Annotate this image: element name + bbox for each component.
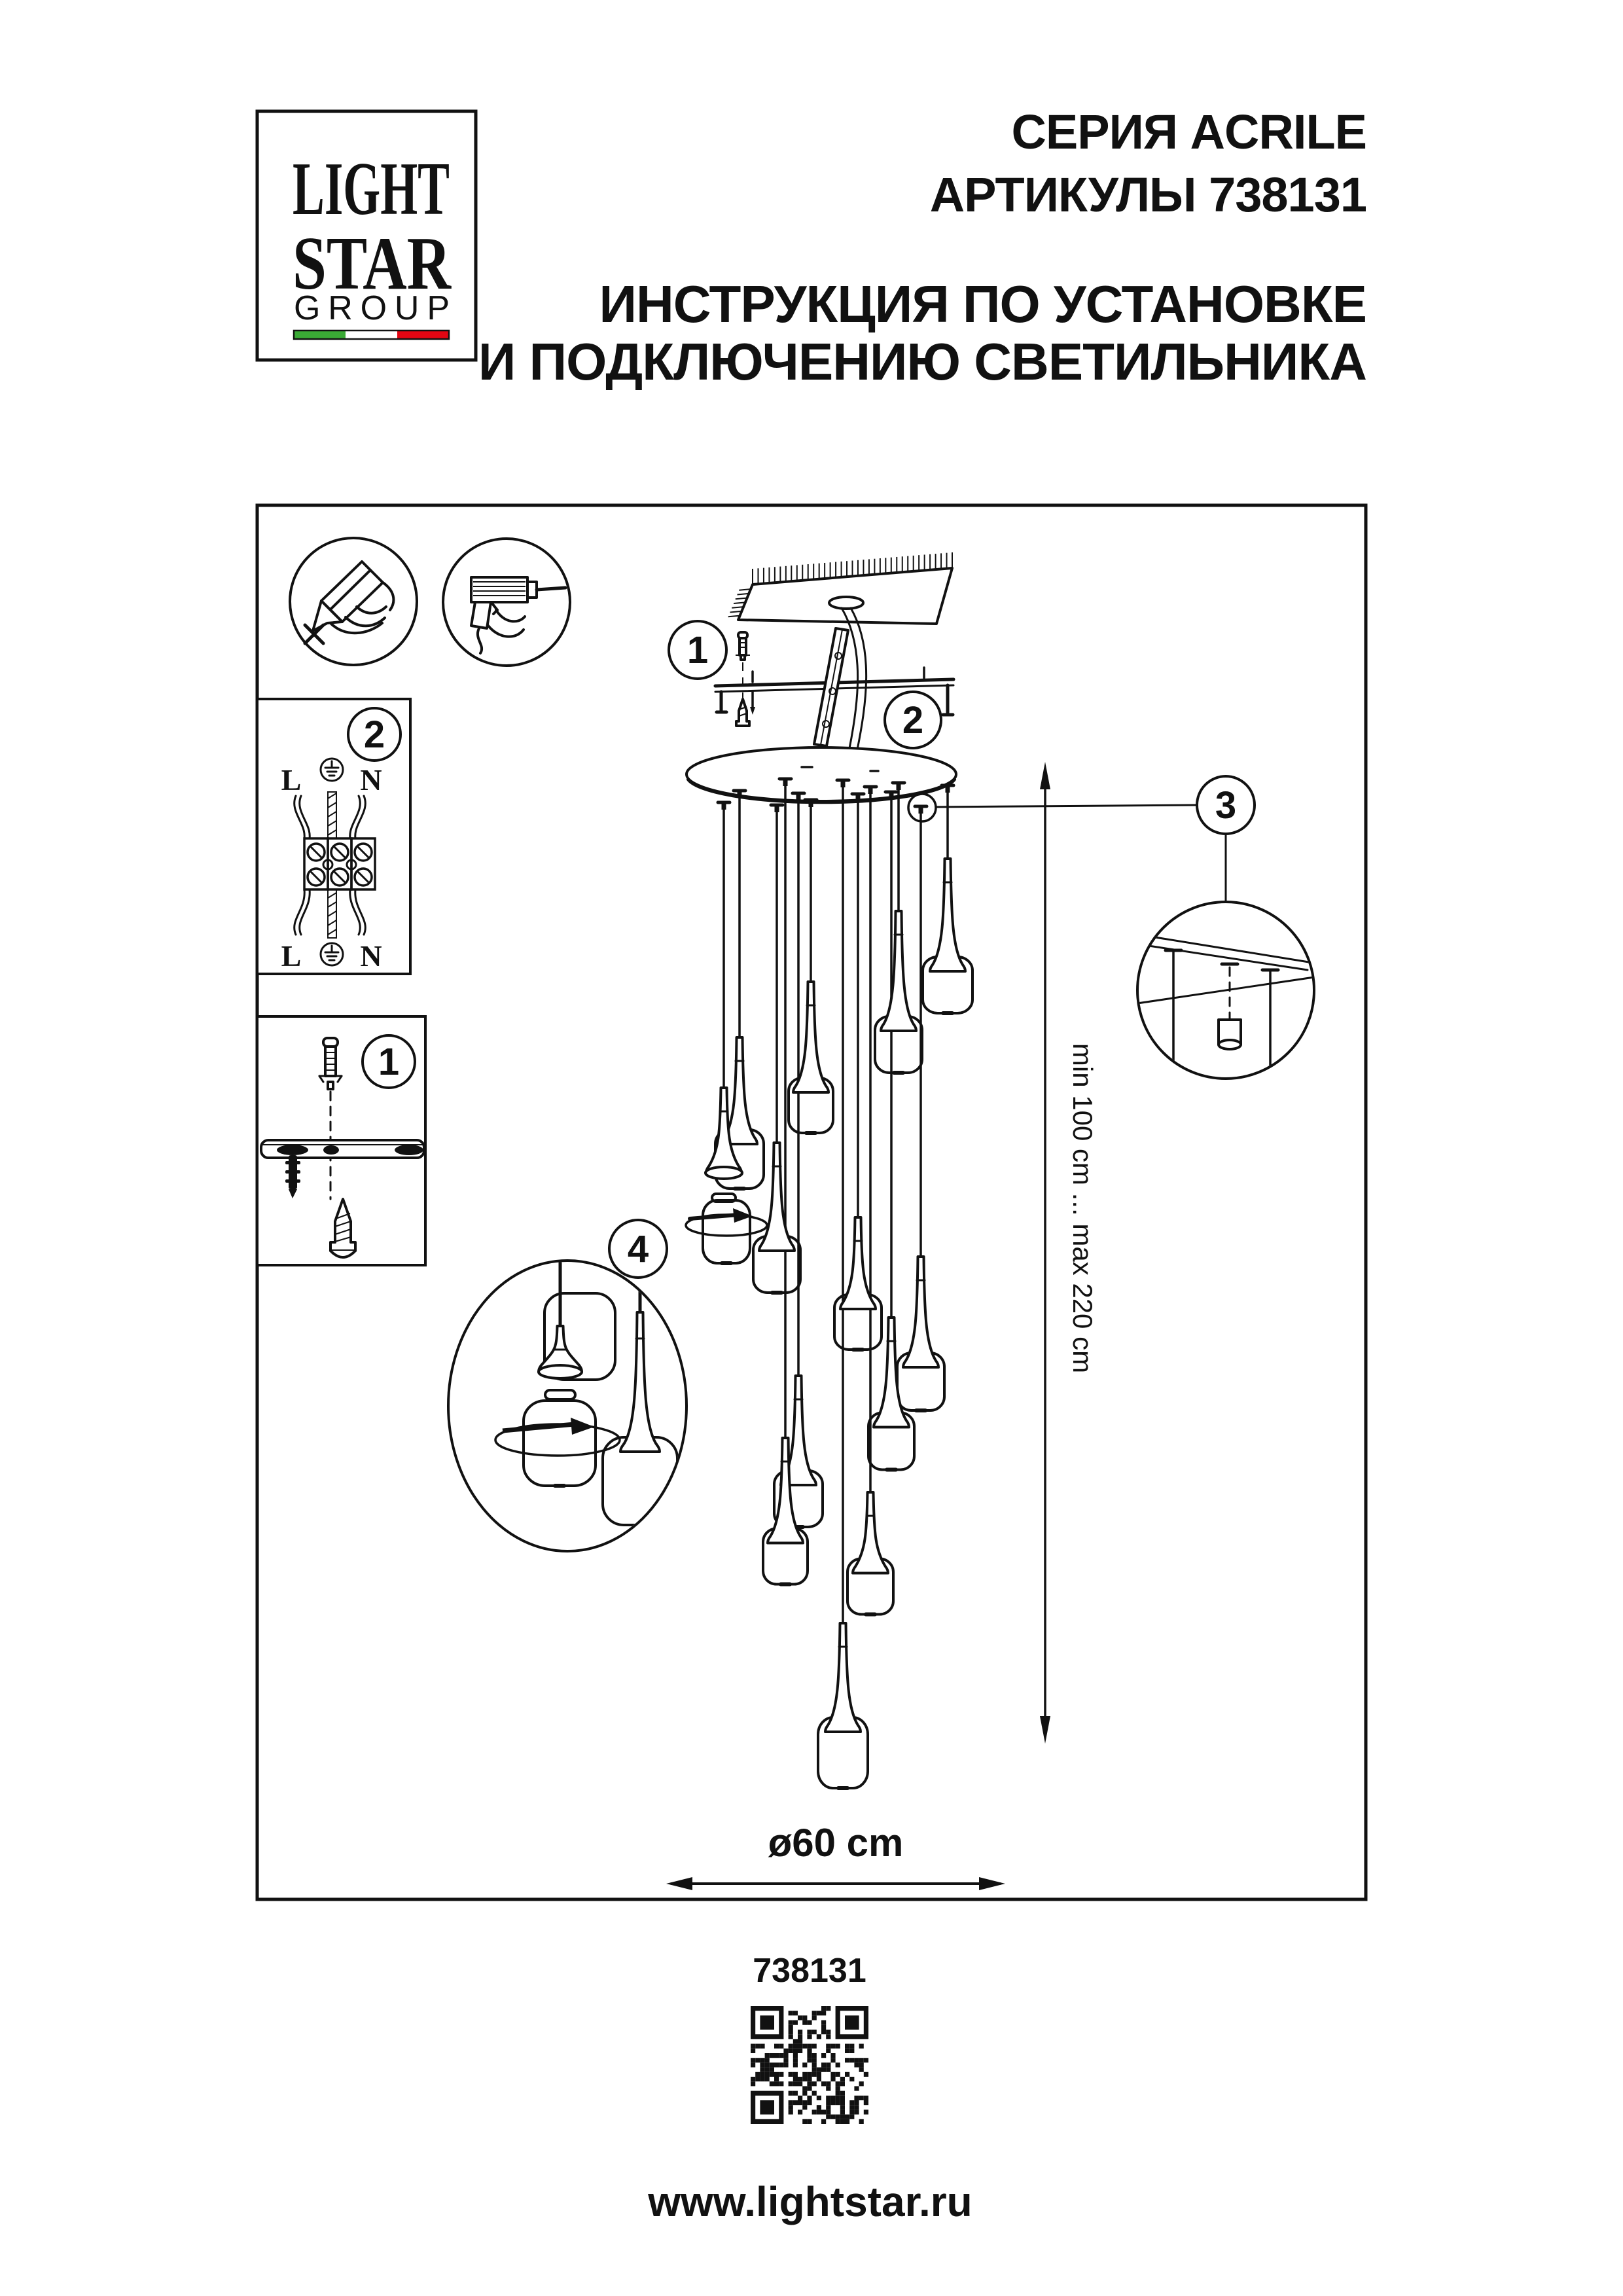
pendant <box>846 1491 895 1617</box>
pendants-group <box>714 857 974 1790</box>
callout-2-inset <box>347 707 402 762</box>
article-number: 738131 <box>753 1952 866 1990</box>
earth-ground-icon-bottom <box>319 942 344 967</box>
svg-text:2: 2 <box>364 713 385 756</box>
ceiling-hole <box>828 596 865 610</box>
gripper-highlight <box>907 793 1198 823</box>
instruction-title-line1: ИНСТРУКЦИЯ ПО УСТАНОВКЕ <box>599 275 1366 333</box>
ceiling-plate <box>728 552 954 625</box>
callout-1-group: 1 <box>668 620 728 680</box>
instruction-title-line2: И ПОДКЛЮЧЕНИЮ СВЕТИЛЬНИКА <box>478 332 1366 391</box>
callout-2-group: 2 <box>883 691 942 749</box>
pendant <box>752 1141 802 1295</box>
callout-4 <box>608 1219 668 1279</box>
svg-text:2: 2 <box>902 699 923 742</box>
italian-flag-icon <box>293 329 450 340</box>
pendant <box>896 1255 946 1412</box>
marker-hand-icon <box>303 560 395 645</box>
article-title: АРТИКУЛЫ 738131 <box>930 168 1366 222</box>
logo-light: LIGHT <box>293 147 450 231</box>
label-n-top: N <box>360 763 382 797</box>
pendant <box>921 857 974 1015</box>
website-url: www.lightstar.ru <box>647 2178 972 2225</box>
svg-text:1: 1 <box>378 1041 399 1083</box>
svg-text:4: 4 <box>628 1228 649 1270</box>
tool-marker-badge <box>289 537 418 666</box>
width-dimension-label: ø60 cm <box>768 1821 904 1865</box>
logo-box: LIGHT STAR GROUP <box>255 109 478 362</box>
pendant <box>762 1437 809 1587</box>
callout-3-group: 3 <box>1136 775 1315 1080</box>
label-l-top: L <box>281 763 302 797</box>
detail-ellipse-4: 4 <box>447 1219 688 1552</box>
suspension-cables <box>716 777 955 1624</box>
pendant <box>787 980 834 1135</box>
qr-code <box>751 2006 868 2124</box>
pendant-assembling <box>685 1086 768 1265</box>
pendant <box>874 910 923 1075</box>
terminal-block <box>303 837 376 891</box>
screw-icon-left <box>285 1155 300 1198</box>
pendant <box>867 1316 916 1472</box>
width-dimension: ø60 cm <box>666 1821 1005 1890</box>
page-title: СЕРИЯ ACRILE АРТИКУЛЫ 738131 ИНСТРУКЦИЯ … <box>478 105 1367 391</box>
callout-1 <box>668 620 728 680</box>
pendant <box>817 1622 869 1790</box>
mounting-strap <box>260 1139 425 1159</box>
pendant <box>833 1216 883 1352</box>
label-n-bottom: N <box>360 939 382 973</box>
height-dimension-label: min 100 cm ... max 220 cm <box>1067 1043 1098 1373</box>
wall-anchor-icon <box>318 1037 343 1090</box>
inset-wiring-diagram: 2 L N <box>256 698 412 975</box>
screw-icon-up <box>329 1198 357 1259</box>
callout-2 <box>883 691 942 749</box>
detail-circle-3-content <box>1139 933 1313 1075</box>
svg-text:3: 3 <box>1215 784 1236 827</box>
tool-drill-badge <box>442 537 571 667</box>
cable-gripper-icon <box>1217 1018 1242 1050</box>
drill-icon <box>470 576 567 655</box>
label-l-bottom: L <box>281 939 302 973</box>
inset-anchor-diagram: 1 <box>256 1015 427 1266</box>
callout-1-inset <box>361 1034 416 1089</box>
earth-ground-icon <box>319 757 344 782</box>
canopy <box>685 746 957 804</box>
height-dimension: min 100 cm ... max 220 cm <box>1040 762 1098 1744</box>
series-title: СЕРИЯ ACRILE <box>1011 105 1366 159</box>
anchor-screw-mini <box>735 631 751 727</box>
logo-star: STAR <box>293 222 452 306</box>
svg-text:1: 1 <box>687 629 708 672</box>
